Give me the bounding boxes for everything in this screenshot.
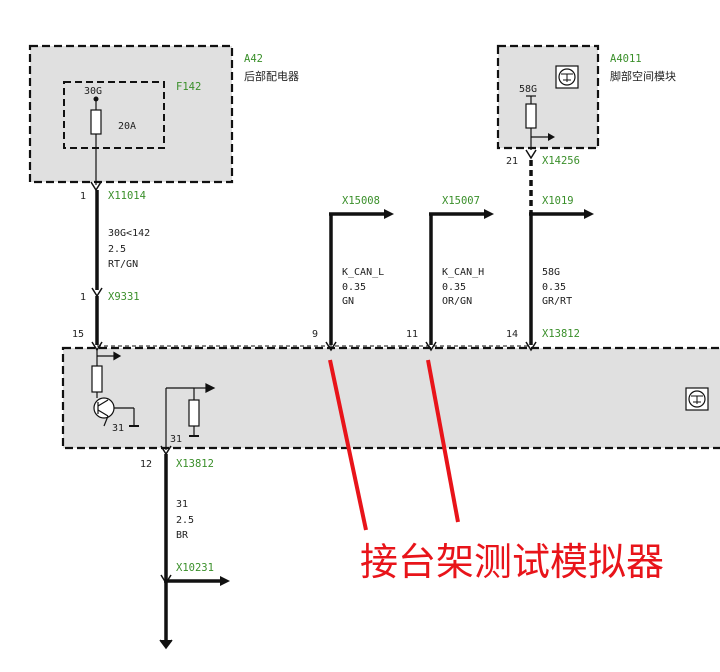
x13812-bottom-id: X13812	[176, 458, 214, 470]
kcanh-signal: K_CAN_H	[442, 267, 484, 278]
x15008-id: X15008	[342, 195, 380, 207]
fuse-symbol	[90, 109, 102, 135]
module-a4011-box	[496, 44, 600, 150]
wire-31-signal: 31	[176, 499, 188, 510]
electronic-module-icon	[685, 387, 709, 411]
x9331-id: X9331	[108, 291, 140, 303]
a4011-output-arrowhead	[548, 133, 555, 141]
input-circuit	[91, 350, 139, 427]
annotation-text: 接台架测试模拟器	[360, 540, 664, 584]
x13812-top-id: X13812	[542, 328, 580, 340]
wire-30g-size: 2.5	[108, 244, 126, 255]
x13812-pin-11: 11	[406, 329, 418, 340]
x1019-id: X1019	[542, 195, 574, 207]
connector-chevron	[525, 149, 537, 160]
x13812-pin-15: 15	[72, 329, 84, 340]
x13812-pin-14: 14	[506, 329, 518, 340]
x15007-id: X15007	[442, 195, 480, 207]
main-module-box	[61, 346, 720, 450]
wire-30g-signal: 30G<142	[108, 228, 150, 239]
connector-chevron	[525, 341, 537, 352]
ground-label-2: 31	[170, 434, 182, 445]
wire-30g-color: RT/GN	[108, 259, 138, 270]
ground-label-1: 31	[112, 423, 124, 434]
w58g-size: 0.35	[542, 282, 566, 293]
kcanh-size: 0.35	[442, 282, 466, 293]
x11014-id: X11014	[108, 190, 146, 202]
x9331-pin: 1	[80, 292, 86, 303]
module-a42-id: A42	[244, 53, 263, 65]
fuse-f142-box	[63, 81, 165, 149]
connector-chevron	[159, 639, 173, 650]
ground-circuit	[165, 383, 216, 450]
x13812-bottom-pin: 12	[140, 459, 152, 470]
fuse-rating: 20A	[118, 121, 136, 132]
module-a42-box	[28, 44, 234, 184]
a4011-terminal-label: 58G	[519, 84, 537, 95]
annotation-pointer-2	[426, 359, 460, 523]
w58g-color: GR/RT	[542, 296, 572, 307]
fuse-f142-id: F142	[176, 81, 201, 93]
wire-31-size: 2.5	[176, 515, 194, 526]
x11014-pin: 1	[80, 191, 86, 202]
x10231-id: X10231	[176, 562, 214, 574]
kcanl-size: 0.35	[342, 282, 366, 293]
a4011-resistor	[525, 103, 537, 129]
module-a4011-id: A4011	[610, 53, 642, 65]
connector-chevron	[160, 574, 172, 585]
w58g-signal: 58G	[542, 267, 560, 278]
x14256-pin: 21	[506, 156, 518, 167]
electronic-module-icon	[555, 65, 579, 89]
kcanl-signal: K_CAN_L	[342, 267, 384, 278]
x13812-pin-9: 9	[312, 329, 318, 340]
connector-chevron	[425, 341, 437, 352]
module-a42-name: 后部配电器	[244, 69, 299, 83]
kcanh-color: OR/GN	[442, 296, 472, 307]
fuse-terminal-label: 30G	[84, 86, 102, 97]
wire-31-color: BR	[176, 530, 189, 541]
module-a4011-name: 脚部空间模块	[610, 69, 676, 83]
annotation-pointer-1	[328, 359, 368, 531]
x14256-id: X14256	[542, 155, 580, 167]
connector-chevron	[325, 341, 337, 352]
kcanl-color: GN	[342, 296, 354, 307]
